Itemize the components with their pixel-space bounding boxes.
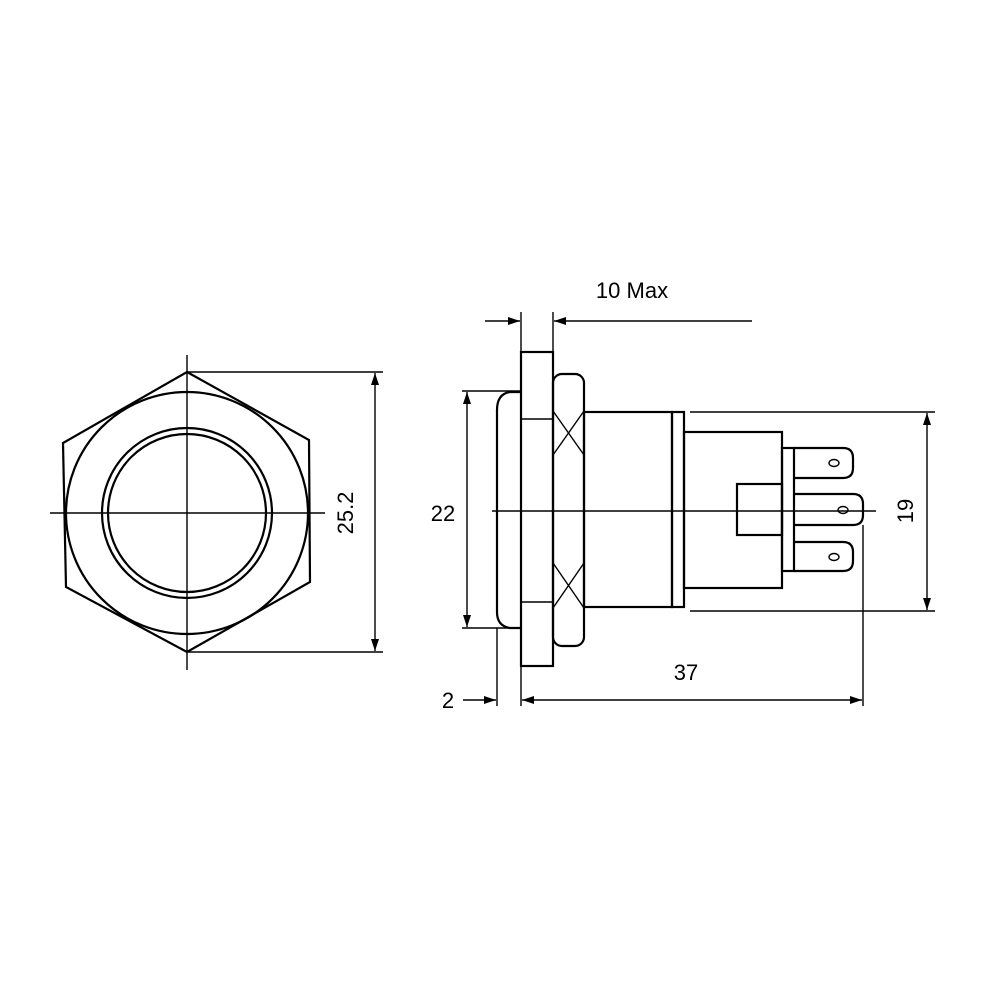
switch-body — [582, 410, 674, 609]
dimension-label-10max: 10 Max — [596, 278, 668, 303]
terminal-hole-icon — [837, 505, 849, 515]
bezel-dome — [495, 390, 521, 630]
contact-housing — [682, 430, 784, 590]
terminal-top — [794, 446, 855, 480]
body-ring — [670, 410, 686, 609]
side-view: 10 Max 22 19 2 37 — [431, 278, 935, 713]
dimension-label-body-length: 37 — [674, 660, 698, 685]
dimension-label-across-corners: 25.2 — [333, 492, 358, 535]
dimension-label-bezel-diameter: 22 — [431, 501, 455, 526]
center-block — [735, 482, 784, 537]
terminal-middle — [794, 492, 865, 527]
nut-thread-mark-top — [552, 410, 585, 456]
nut-thread-mark-bottom — [552, 562, 585, 609]
dimension-label-bezel-height: 2 — [442, 688, 454, 713]
terminal-base — [780, 446, 796, 573]
terminal-hole-icon — [828, 458, 840, 468]
terminal-bottom — [794, 540, 855, 573]
panel-flange — [519, 350, 555, 668]
dimension-label-body-diameter: 19 — [893, 499, 918, 523]
terminal-hole-icon — [828, 552, 840, 562]
front-view: 25.2 — [50, 355, 383, 670]
mounting-nut — [551, 372, 586, 648]
